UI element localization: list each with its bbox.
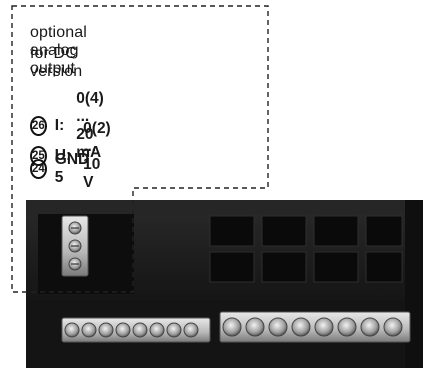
upper-connector-slots [209,215,403,283]
pin-value: 0(2) ... 10 V [83,120,111,191]
callout-dashed-outline [11,5,269,293]
analog-output-terminal [61,215,89,277]
pin-number-badge: 26 [30,116,47,136]
pin-row-25: 25 U: 0(2) ... 10 V [30,120,114,192]
pin-row-24: 24 GND 5 [30,151,92,187]
right-terminal-strip [219,311,411,343]
pin-value: 0(4) ... 20 mA [76,90,104,161]
pin-number-badge: 24 [30,159,47,179]
pin-row-26: 26 I: 0(4) ... 20 mA [30,90,107,162]
pin-label: U: [54,147,72,164]
left-terminal-strip [61,317,211,343]
callout-title: optional analog output [30,24,87,77]
pin-label: I: [54,117,65,134]
callout-subtitle: for DC version [30,45,83,80]
pin-label: GND 5 [54,151,90,186]
